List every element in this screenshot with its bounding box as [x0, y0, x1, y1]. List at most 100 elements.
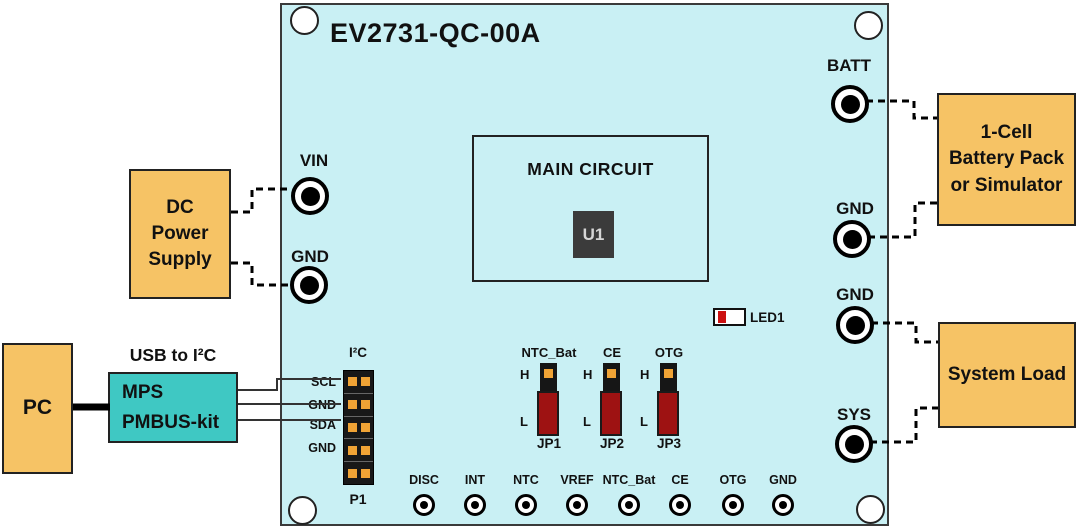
jp2-pin-header: [603, 363, 620, 392]
header-pin-row: [344, 371, 373, 393]
battery-line1: 1-Cell: [980, 122, 1033, 144]
eval-board: EV2731-QC-00A MAIN CIRCUIT U1 LED1 VIN G…: [280, 3, 889, 526]
vin-connector-center: [300, 186, 320, 206]
ce-testpoint: [669, 494, 691, 516]
otg-testpoint-label: OTG: [719, 473, 747, 487]
jp1-pin: [544, 369, 553, 378]
ntc-testpoint: [515, 494, 537, 516]
sda-pin-label: SDA: [309, 418, 336, 432]
main-circuit-outline: MAIN CIRCUIT U1: [472, 135, 709, 282]
mounting-hole-top-left: [290, 6, 319, 35]
battery-line2: Battery Pack: [948, 148, 1065, 170]
int-testpoint-center: [471, 501, 479, 509]
gnd-right-upper-connector: [833, 220, 871, 258]
scl-pin-label: SCL: [311, 375, 336, 389]
dc-supply-line3: Supply: [148, 249, 212, 271]
battery-pack-box: 1-Cell Battery Pack or Simulator: [937, 93, 1076, 226]
pc-box: PC: [2, 343, 73, 474]
mounting-hole-bottom-left: [288, 496, 317, 525]
header-pin: [347, 422, 357, 432]
vref-testpoint-center: [573, 501, 581, 509]
jp1-shunt: [537, 391, 559, 436]
vin-connector: [291, 177, 329, 215]
sys-label: SYS: [836, 405, 872, 424]
jp3-pin: [664, 369, 673, 378]
batt-connector-center: [840, 94, 860, 114]
jp2-designator: JP2: [599, 436, 625, 451]
led1-label: LED1: [750, 310, 785, 325]
jp3-low-label: L: [640, 414, 648, 429]
dc-supply-line1: DC: [166, 196, 194, 218]
gnd-right-upper-connector-center: [842, 229, 862, 249]
u1-chip: U1: [573, 211, 614, 258]
system-load-label: System Load: [947, 363, 1067, 385]
led1-red-stripe: [718, 311, 726, 323]
header-pin: [360, 400, 370, 410]
jp3-high-label: H: [640, 367, 650, 382]
otg-testpoint-center: [729, 501, 737, 509]
mounting-hole-bottom-right: [856, 495, 885, 524]
led1-indicator: [713, 308, 746, 326]
system-load-box: System Load: [938, 322, 1076, 428]
jp1-pin-header: [540, 363, 557, 392]
jumper-jp1: NTC_Bat H L JP1: [518, 345, 580, 452]
board-title: EV2731-QC-00A: [330, 18, 541, 48]
header-pin: [347, 400, 357, 410]
gnd-testpoint-center: [779, 501, 787, 509]
gnd-right-upper-label: GND: [836, 199, 874, 218]
batt-label: BATT: [826, 56, 872, 75]
sys-connector: [835, 425, 873, 463]
main-circuit-label: MAIN CIRCUIT: [527, 159, 654, 179]
jp3-designator: JP3: [656, 436, 682, 451]
gnd-left-connector: [290, 266, 328, 304]
jp1-signal-label: NTC_Bat: [521, 345, 577, 360]
otg-testpoint: [722, 494, 744, 516]
header-pin-row: [344, 393, 373, 416]
disc-testpoint-label: DISC: [409, 473, 439, 487]
jp2-low-label: L: [583, 414, 591, 429]
jp1-low-label: L: [520, 414, 528, 429]
gnd-pin-label-1: GND: [308, 398, 336, 412]
int-testpoint: [464, 494, 486, 516]
jp2-shunt: [600, 391, 622, 436]
i2c-header-title: I²C: [349, 345, 367, 360]
vref-testpoint-label: VREF: [560, 473, 594, 487]
ntcbat-testpoint-label: NTC_Bat: [602, 473, 656, 487]
header-pin: [360, 377, 370, 387]
jumper-jp3: OTG H L JP3: [638, 345, 700, 452]
header-pin-row: [344, 462, 373, 484]
mounting-hole-top-right: [854, 11, 883, 40]
header-pin: [347, 468, 357, 478]
jp1-designator: JP1: [536, 436, 562, 451]
sys-connector-center: [844, 434, 864, 454]
gnd-pin-label-2: GND: [308, 441, 336, 455]
gnd-right-lower-label: GND: [836, 285, 874, 304]
gnd-testpoint-label: GND: [769, 473, 797, 487]
ntcbat-testpoint-center: [625, 501, 633, 509]
header-pin-row: [344, 416, 373, 439]
header-pin: [347, 445, 357, 455]
p1-designator: P1: [349, 491, 367, 507]
gnd-left-connector-center: [299, 275, 319, 295]
mps-line: MPS: [122, 382, 164, 404]
jumper-jp2: CE H L JP2: [581, 345, 643, 452]
usb-to-i2c-caption: USB to I²C: [129, 345, 217, 365]
vref-testpoint: [566, 494, 588, 516]
vin-label: VIN: [299, 151, 329, 170]
jp3-pin-header: [660, 363, 677, 392]
jp2-signal-label: CE: [602, 345, 622, 360]
ntc-testpoint-label: NTC: [513, 473, 539, 487]
jp2-pin: [607, 369, 616, 378]
ce-testpoint-center: [676, 501, 684, 509]
pmbus-kit-line: PMBUS-kit: [122, 411, 220, 433]
batt-connector: [831, 85, 869, 123]
battery-line3: or Simulator: [950, 174, 1063, 196]
header-pin: [360, 468, 370, 478]
jp3-signal-label: OTG: [654, 345, 684, 360]
i2c-header-p1: [343, 370, 374, 485]
jp2-high-label: H: [583, 367, 593, 382]
jp1-high-label: H: [520, 367, 530, 382]
disc-testpoint-center: [420, 501, 428, 509]
ce-testpoint-label: CE: [671, 473, 689, 487]
